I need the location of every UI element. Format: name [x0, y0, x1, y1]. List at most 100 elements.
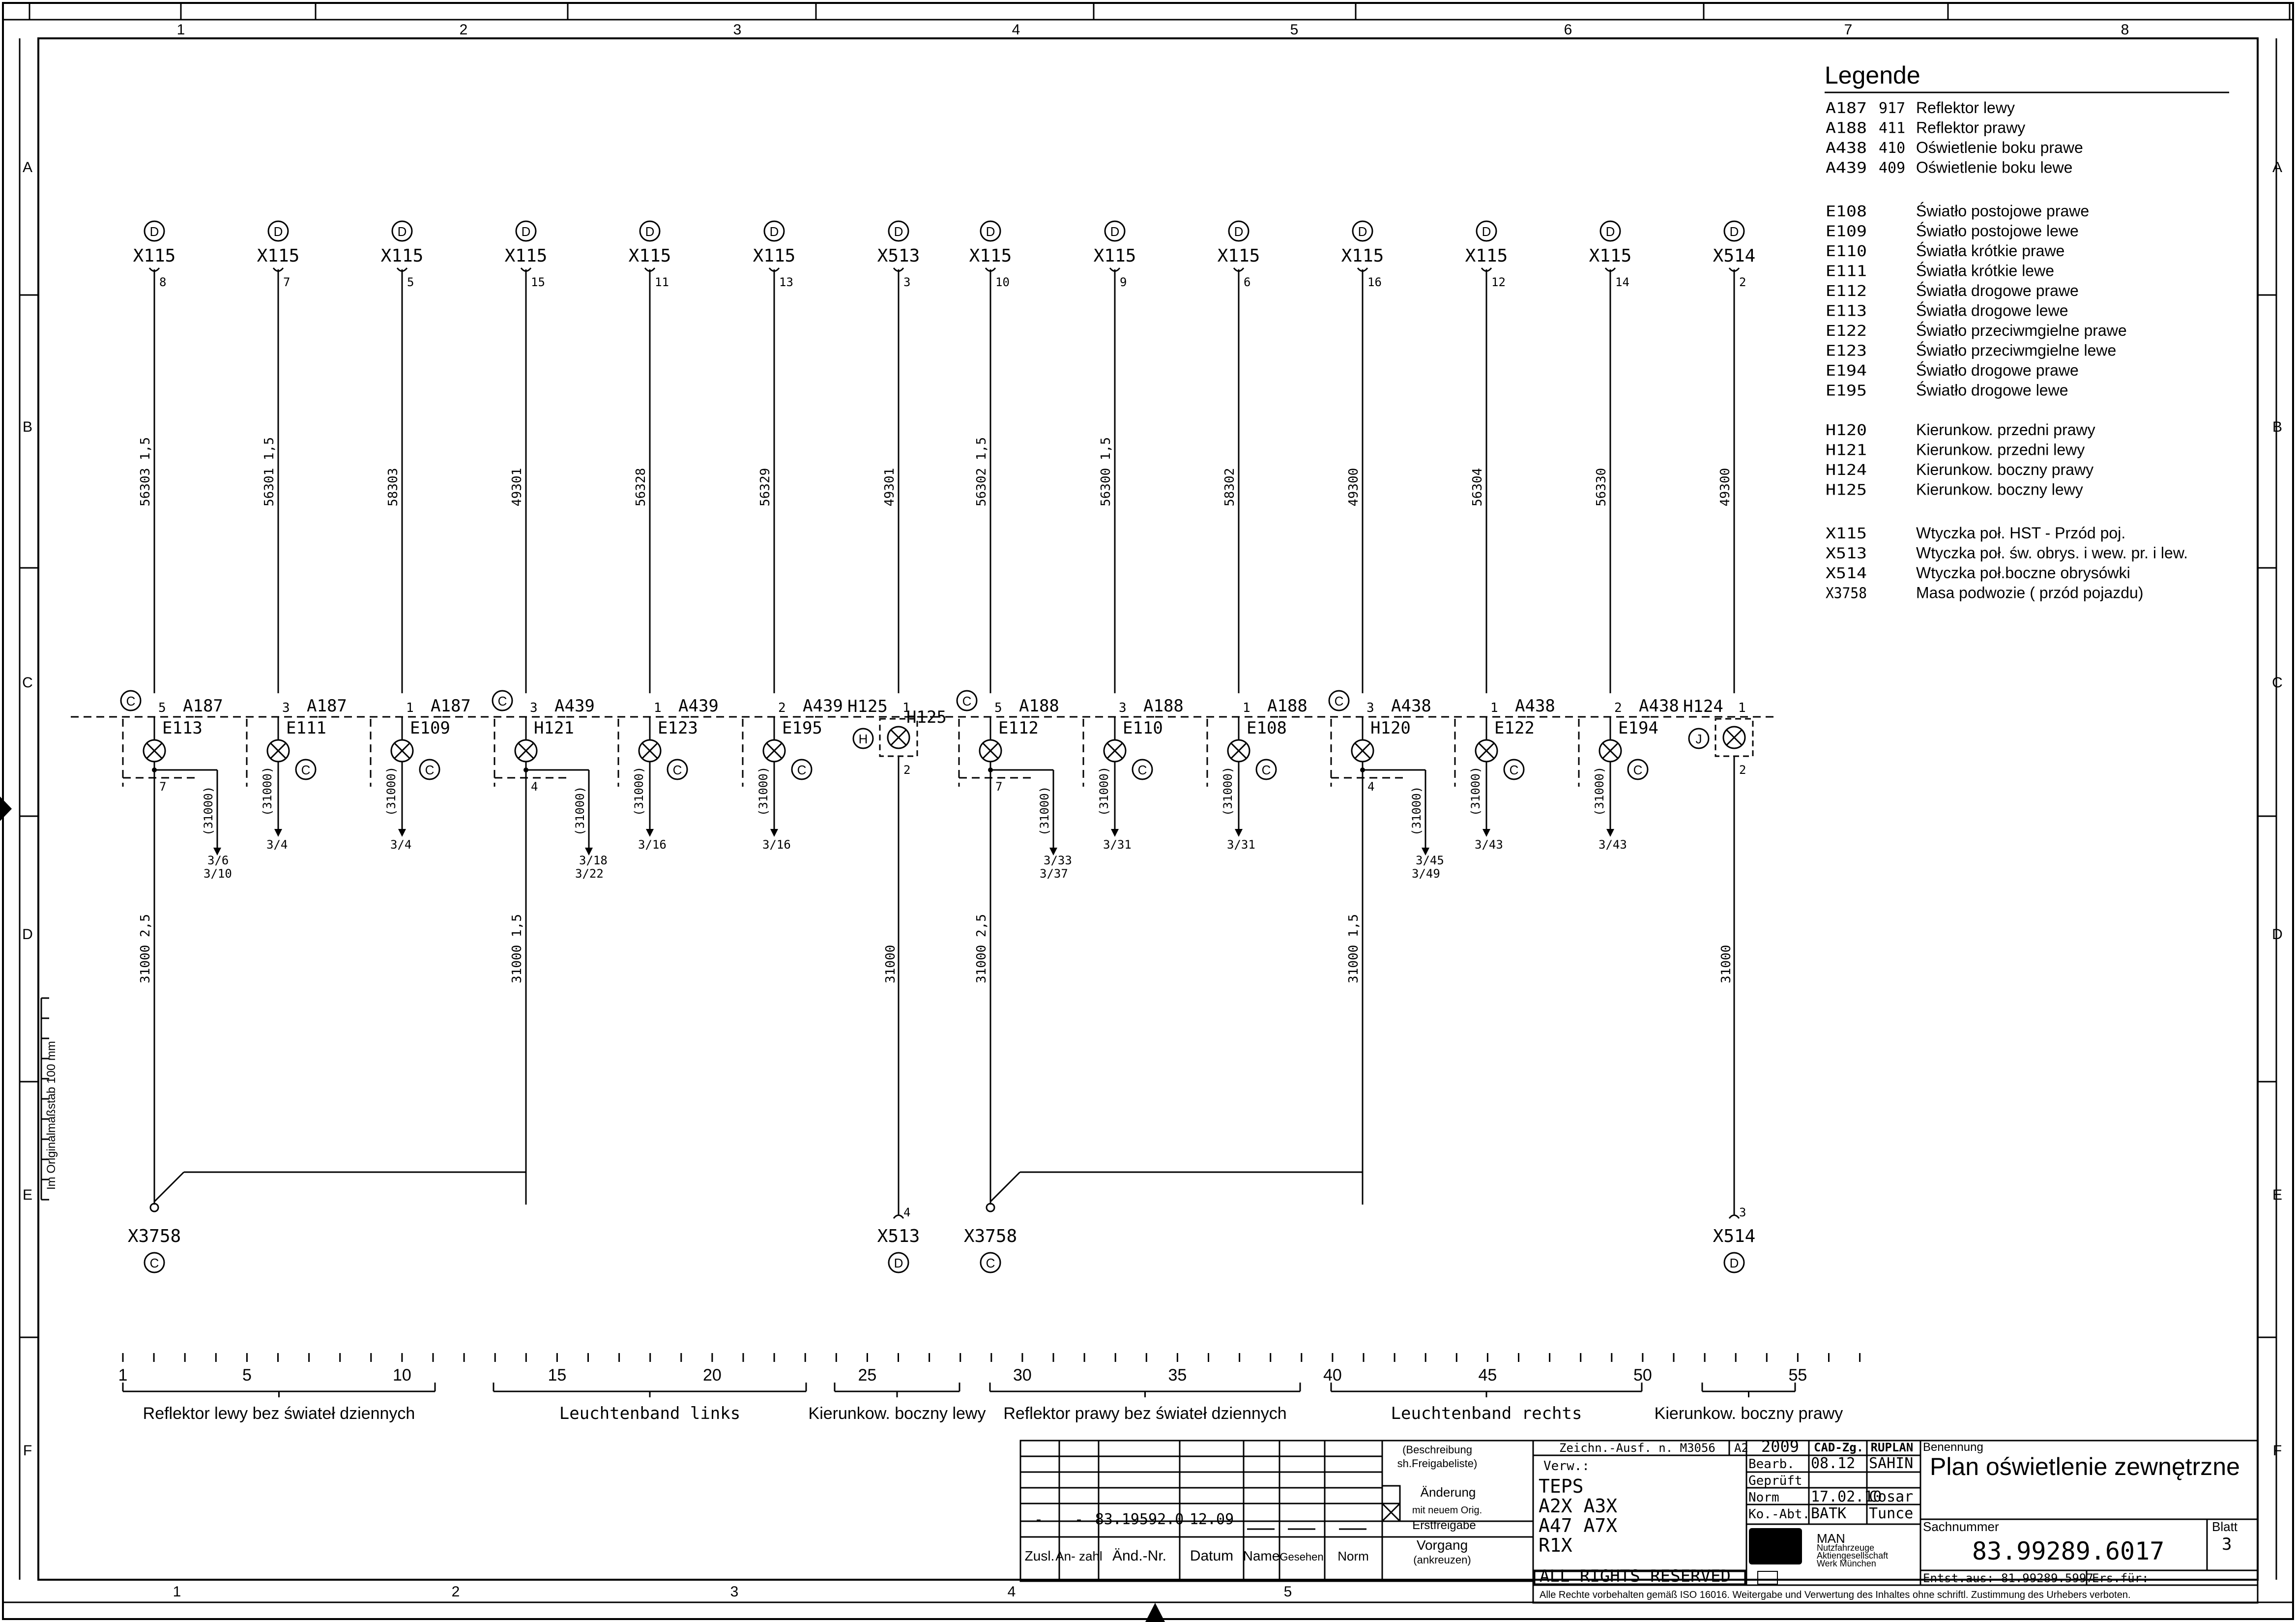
- connector-circle-letter: D: [150, 224, 159, 239]
- bottom-pin-number: 4: [903, 1206, 910, 1219]
- top-pin-number: 9: [1120, 275, 1127, 289]
- column-number-bottom: 1: [173, 1584, 181, 1600]
- return-wire-label: (31000): [1410, 786, 1424, 836]
- top-pin-number: 3: [903, 275, 910, 289]
- legend-text: Światło drogowe lewe: [1916, 382, 2068, 399]
- side-marker-lamp: [1722, 726, 1746, 749]
- input-pin-number: 3: [530, 701, 538, 715]
- legend-text: Reflektor lewy: [1916, 99, 2015, 117]
- legend-code: E108: [1826, 203, 1867, 220]
- wire-label: 56302 1,5: [974, 437, 989, 506]
- legend-number: 917: [1879, 100, 1905, 117]
- component-ref: A188: [1019, 696, 1059, 716]
- input-pin-number: 1: [406, 701, 414, 715]
- row-letter-right: F: [2273, 1443, 2282, 1459]
- change-checkbox: [1381, 1485, 1401, 1504]
- lamp-cross-b: [641, 742, 659, 760]
- connector-circle-letter: D: [1234, 224, 1244, 239]
- tb-row-name: Cosar: [1869, 1488, 1913, 1505]
- column-number: 5: [1290, 22, 1299, 38]
- connector-circle-letter: H: [859, 732, 868, 746]
- wire-label: 49301: [510, 468, 524, 506]
- scale-note: Im Originalmaßstab 100 mm: [45, 1041, 58, 1190]
- cross-reference: 3/6: [207, 854, 229, 867]
- top-pin-number: 7: [283, 275, 290, 289]
- connector-circle: [1723, 1252, 1745, 1273]
- component-ref: H124: [1683, 697, 1723, 716]
- center-mark-left: [0, 796, 12, 821]
- ruler-number: 35: [1168, 1366, 1187, 1385]
- connector-circle-letter: C: [425, 763, 435, 777]
- ruler-number: 40: [1323, 1366, 1342, 1385]
- top-connector-label: X115: [629, 246, 671, 266]
- company-name-line: Nutzfahrzeuge: [1817, 1543, 1874, 1553]
- ground-connector-label: X3758: [964, 1226, 1017, 1246]
- release-check-b: [1381, 1503, 1401, 1522]
- legend-text: Światło przeciwmgielne prawe: [1916, 322, 2127, 339]
- connector-circle-letter: D: [894, 1256, 903, 1270]
- output-pin-number: 2: [1739, 763, 1746, 777]
- plug-symbol: [893, 1214, 904, 1219]
- tb-row-label: Geprüft: [1748, 1474, 1802, 1488]
- column-number-bottom: 2: [452, 1584, 460, 1600]
- output-pin-number: 4: [531, 780, 538, 794]
- legend-code: A188: [1826, 120, 1867, 137]
- top-pin-number: 10: [995, 275, 1010, 289]
- arrow-head: [398, 829, 406, 837]
- legend-text: Wtyczka poł. HST - Przód poj.: [1916, 524, 2125, 542]
- ruler-number: 1: [118, 1366, 128, 1385]
- rights-label: ALL RIGHTS RESERVED: [1540, 1566, 1731, 1586]
- replaces-label: Ers.für:: [2092, 1571, 2149, 1585]
- component-ref: A438: [1639, 696, 1679, 716]
- lamp-cross-b: [982, 742, 999, 760]
- top-connector-label: X115: [1341, 246, 1384, 266]
- row-letter-right: A: [2272, 159, 2282, 176]
- device-ref: E112: [998, 718, 1039, 738]
- connector-circle-letter: C: [1262, 763, 1271, 777]
- device-ref: E123: [658, 718, 698, 738]
- revision-value: 83.19592.0: [1095, 1511, 1184, 1528]
- arrow-head: [274, 829, 282, 837]
- legend-text: Światło postojowe lewe: [1916, 222, 2079, 240]
- wire-label: 49300: [1718, 468, 1733, 506]
- ruler-number: 30: [1013, 1366, 1032, 1385]
- legend-number: 409: [1879, 160, 1905, 177]
- revision-header: Norm: [1337, 1549, 1369, 1563]
- wire-label: 56329: [758, 468, 773, 506]
- benennung-label: Benennung: [1923, 1441, 1983, 1454]
- revision-header: Zusl.: [1025, 1548, 1055, 1563]
- connector-circle-letter: D: [398, 224, 407, 239]
- component-ref: A188: [1143, 696, 1184, 716]
- ruler-number: 5: [242, 1366, 252, 1385]
- device-ref: E110: [1123, 718, 1163, 738]
- connector-circle-letter: J: [1696, 732, 1702, 746]
- connector-circle: [1255, 759, 1277, 780]
- drawing-title: Plan oświetlenie zewnętrzne: [1930, 1453, 2240, 1480]
- group-label: Kierunkow. boczny lewy: [809, 1404, 986, 1423]
- legend-number: 411: [1879, 120, 1905, 137]
- connector-circle-letter: C: [150, 1256, 159, 1270]
- lamp-cross-b: [145, 742, 163, 760]
- cross-reference: 3/49: [1412, 867, 1440, 881]
- wire-label: 56300 1,5: [1099, 437, 1113, 506]
- input-pin-number: 1: [1738, 701, 1746, 715]
- ground-wire-label: 31000 1,5: [510, 914, 524, 983]
- origin-number: Entst.aus: 81.99289.5997: [1923, 1571, 2093, 1585]
- arrow-head: [1111, 829, 1119, 837]
- device-ref: H120: [1370, 718, 1411, 738]
- center-mark-bottom: [1145, 1603, 1165, 1622]
- arrow-head: [770, 829, 778, 837]
- bottom-connector-label: X514: [1713, 1226, 1756, 1246]
- connector-circle-letter: C: [498, 694, 507, 708]
- cross-reference: 3/43: [1475, 838, 1503, 852]
- ruler-number: 50: [1633, 1366, 1652, 1385]
